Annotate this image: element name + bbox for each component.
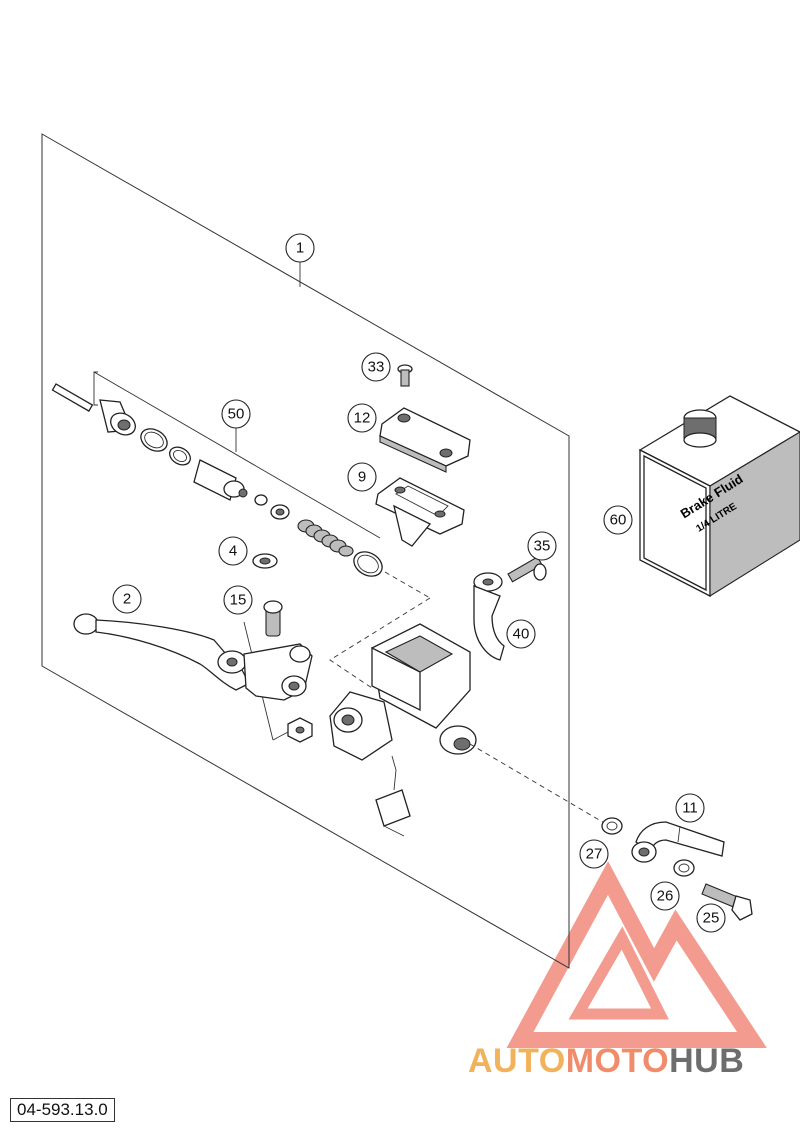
brake-fluid-bottle — [638, 395, 800, 598]
svg-text:15: 15 — [230, 592, 247, 609]
piston-pin — [51, 383, 94, 412]
callout-1: 1 — [285, 233, 315, 263]
callout-4: 4 — [218, 536, 248, 566]
callout-15: 15 — [223, 585, 253, 615]
callout-2: 2 — [112, 584, 142, 614]
piston — [193, 459, 248, 501]
callout-27: 27 — [579, 839, 609, 869]
callout-9: 9 — [347, 462, 377, 492]
watermark-text: AUTOMOTOHUB — [468, 1042, 744, 1081]
o-ring-1 — [140, 428, 168, 452]
svg-text:50: 50 — [228, 406, 245, 423]
washer-4 — [252, 553, 278, 569]
clamp-screw — [507, 556, 547, 583]
svg-text:11: 11 — [682, 800, 698, 817]
callout-26: 26 — [650, 881, 680, 911]
watermark-logo — [506, 861, 767, 1048]
svg-text:27: 27 — [586, 846, 603, 863]
callout-33: 33 — [361, 352, 391, 382]
banjo-bolt — [701, 883, 753, 921]
svg-text:4: 4 — [229, 543, 237, 560]
callout-50: 50 — [221, 399, 251, 429]
piston-kit-bracket — [93, 371, 98, 406]
brake-light-switch — [375, 755, 411, 837]
hand-lever — [73, 613, 313, 701]
sealing-washer-26 — [673, 859, 695, 877]
svg-text:26: 26 — [657, 888, 674, 905]
watermark-part-3: HUB — [669, 1042, 745, 1080]
svg-text:35: 35 — [534, 538, 551, 555]
callout-35: 35 — [527, 531, 557, 561]
svg-text:33: 33 — [368, 359, 385, 376]
callout-60: 60 — [603, 505, 633, 535]
callout-25: 25 — [696, 903, 726, 933]
callout-11: 11 — [675, 793, 705, 823]
svg-text:40: 40 — [513, 626, 530, 643]
svg-text:12: 12 — [354, 410, 371, 427]
lid-screw — [397, 364, 413, 387]
return-spring — [297, 519, 354, 557]
svg-text:1: 1 — [296, 240, 304, 257]
diagram-code: 04-593.13.0 — [10, 1098, 115, 1122]
handlebar-clamp — [473, 572, 505, 661]
svg-text:25: 25 — [703, 910, 720, 927]
watermark-part-1: AUTO — [468, 1042, 566, 1080]
master-cylinder-body — [329, 623, 477, 761]
svg-text:60: 60 — [610, 512, 627, 529]
sealing-washer-27 — [601, 817, 623, 835]
callout-12: 12 — [347, 403, 377, 433]
brake-line — [631, 821, 725, 863]
svg-text:2: 2 — [123, 591, 131, 608]
callout-40: 40 — [506, 619, 536, 649]
lever-nut — [287, 717, 313, 743]
assembly-boundary — [41, 133, 570, 969]
reservoir-diaphragm — [375, 477, 465, 547]
svg-text:9: 9 — [358, 469, 366, 486]
o-ring-2 — [169, 446, 191, 466]
piston-boot — [99, 399, 136, 436]
watermark-part-2: MOTO — [565, 1042, 670, 1080]
reservoir-lid — [379, 407, 471, 473]
